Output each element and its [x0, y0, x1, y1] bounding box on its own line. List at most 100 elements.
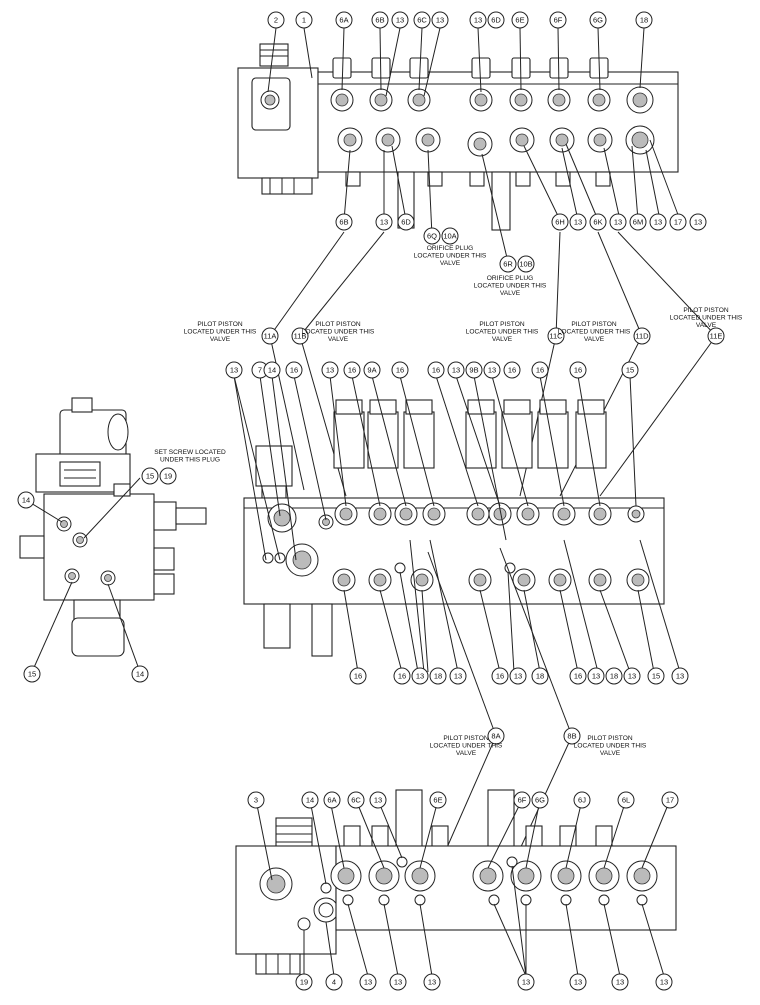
balloon-label: 14	[268, 366, 276, 375]
balloon-label: 14	[136, 670, 144, 679]
balloon-label: 16	[432, 366, 440, 375]
balloon	[487, 11, 505, 29]
balloon-label: 6F	[554, 16, 563, 25]
balloon-label: 13	[614, 218, 622, 227]
balloon-label: 1	[302, 16, 306, 25]
balloon	[511, 11, 529, 29]
balloon-label: 13	[396, 16, 404, 25]
middle-bottom-balloons: 16 16 13 18 13 16 13 18 16 13 18 13 15 1…	[349, 667, 689, 685]
balloon-label: 10A	[443, 232, 456, 241]
balloon	[649, 213, 667, 231]
balloon-label: 13	[364, 978, 372, 987]
balloon	[371, 11, 389, 29]
balloon-label: 15	[652, 672, 660, 681]
balloon-label: 6D	[401, 218, 411, 227]
balloon-label: 16	[348, 366, 356, 375]
balloon-label: 9A	[367, 366, 376, 375]
pilot-callout-id: 8A	[491, 732, 500, 741]
balloon	[267, 11, 285, 29]
balloon-label: 6Q	[427, 232, 437, 241]
pilot-callout-id: 11E	[710, 332, 723, 341]
balloon-label: 6A	[339, 16, 348, 25]
balloon	[391, 11, 409, 29]
balloon-label: 13	[592, 672, 600, 681]
balloon-label: 2	[274, 16, 278, 25]
balloon-label: 6J	[578, 796, 586, 805]
balloon-label: 13	[454, 672, 462, 681]
balloon-label: 13	[654, 218, 662, 227]
pilot-callout-id: 11C	[549, 332, 563, 341]
balloon-label: 13	[522, 978, 530, 987]
balloon-label: 6G	[593, 16, 603, 25]
balloon	[499, 255, 517, 273]
balloon	[335, 11, 353, 29]
balloon	[549, 11, 567, 29]
balloon	[689, 213, 707, 231]
balloon	[589, 11, 607, 29]
balloon-label: 13	[326, 366, 334, 375]
balloon-label: 13	[660, 978, 668, 987]
top-leaders	[267, 27, 681, 263]
balloon-label: 16	[290, 366, 298, 375]
balloon-label: 16	[536, 366, 544, 375]
balloon-label: 6E	[515, 16, 524, 25]
balloon-label: 16	[574, 366, 582, 375]
balloon-label: 13	[488, 366, 496, 375]
balloon	[423, 227, 441, 245]
middle-view: 13 7 14 16 13 16 9A 16 16 13 9B 13 16 16…	[225, 361, 689, 685]
balloon-label: 13	[616, 978, 624, 987]
balloon-label: 18	[610, 672, 618, 681]
top-solenoid-caps	[332, 57, 609, 79]
balloon-label: 6B	[375, 16, 384, 25]
balloon-label: 18	[536, 672, 544, 681]
balloon-label: 7	[258, 366, 262, 375]
balloon	[629, 213, 647, 231]
balloon-label: 6B	[339, 218, 348, 227]
bottom-top-balloons: 3 14 6A 6C 13 6E 6F 6G 6J 6L 17	[247, 791, 679, 809]
balloon-label: 13	[676, 672, 684, 681]
balloon-label: 6F	[518, 796, 527, 805]
top-upper-ports	[330, 86, 654, 114]
balloon-label: 13	[574, 218, 582, 227]
balloon	[375, 213, 393, 231]
balloon-label: 6M	[633, 218, 643, 227]
balloon	[589, 213, 607, 231]
balloon-label: 3	[254, 796, 258, 805]
balloon-label: 6K	[593, 218, 602, 227]
balloon	[669, 213, 687, 231]
balloon	[609, 213, 627, 231]
balloon-label: 6C	[417, 16, 427, 25]
bottom-view: 3 14 6A 6C 13 6E 6F 6G 6J 6L 17 19 4 13 …	[235, 789, 679, 991]
balloon-label: 13	[394, 978, 402, 987]
balloon-label: 6A	[327, 796, 336, 805]
balloon-label: 15	[146, 472, 154, 481]
balloon-label: 16	[396, 366, 404, 375]
balloon	[569, 213, 587, 231]
balloon-label: 16	[496, 672, 504, 681]
balloon-label: 13	[694, 218, 702, 227]
balloon-label: 19	[164, 472, 172, 481]
top-balloons: 2 1 6A 6B 13 6C 13 13 6D 6E 6F 6G 18 6B …	[267, 11, 707, 273]
bottom-ports	[320, 856, 658, 906]
balloon-label: 19	[300, 978, 308, 987]
balloon	[397, 213, 415, 231]
balloon	[441, 227, 459, 245]
pilot-callout-id: 11B	[294, 332, 307, 341]
balloon-label: 14	[306, 796, 314, 805]
pilot-callout-id: 11A	[264, 332, 277, 341]
balloon-label: 6L	[622, 796, 630, 805]
balloon	[635, 11, 653, 29]
balloon-label: 14	[22, 496, 30, 505]
pilot-callout-id: 11D	[635, 332, 649, 341]
balloon-label: 13	[452, 366, 460, 375]
balloon-label: 13	[474, 16, 482, 25]
balloon-label: 16	[574, 672, 582, 681]
